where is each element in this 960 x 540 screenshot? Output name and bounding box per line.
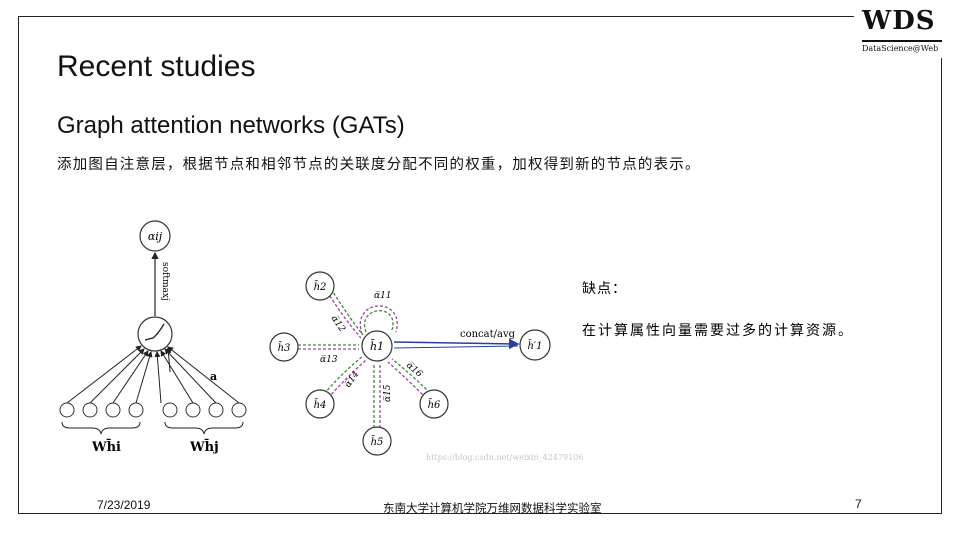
edge-label: α̅16 [404,361,424,380]
footer-date: 7/23/2019 [97,498,151,512]
slide-frame-top [18,16,854,17]
logo-divider [862,40,942,42]
concat-label: concat/avg [460,329,516,340]
neighbor-node-label: h̄5 [371,436,384,448]
attention-mechanism: αij softmaxj a Wh̄i Wh̄j [59,220,247,455]
wds-logo: WDS DataScience@Web [858,6,946,58]
neighbor-node-label: h̄2 [314,281,327,293]
center-node-label: h̄1 [370,340,384,353]
logo-main-text: WDS [862,6,936,36]
activation-node [137,316,173,352]
input-nodes [59,402,247,418]
slide-description: 添加图自注意层，根据节点和相邻节点的关联度分配不同的权重，加权得到新的节点的表示… [57,157,701,173]
logo-sub-text: DataScience@Web [862,44,939,53]
neighbor-node-label: h̄6 [428,399,441,411]
slide-subtitle: Graph attention networks (GATs) [57,112,405,139]
alpha-node-label: αij [148,230,163,243]
multi-head-attention: h̄1 h̄2 h̄3 h̄4 h̄5 h̄6 h̄′1 α̅11 α̅12 α… [269,271,583,462]
alpha-node [139,220,171,252]
input-right-label: Wh̄j [189,438,219,455]
cons-text: 在计算属性向量需要过多的计算资源。 [582,323,854,339]
neighbor-node-label: h̄4 [314,399,327,411]
cons-title: 缺点： [582,281,627,297]
input-left-label: Wh̄i [91,438,121,455]
footer-org: 东南大学计算机学院万维网数据科学实验室 [383,501,602,515]
slide-title: Recent studies [57,50,256,83]
softmax-label: softmaxj [160,262,170,301]
weight-vector-label: a [210,370,217,383]
edge-label: α̅11 [374,291,392,301]
edge-label: α̅13 [320,355,338,365]
neighbor-node-label: h̄3 [278,342,291,354]
watermark: https://blog.csdn.net/weixin_42479106 [426,453,583,462]
input-arrows [66,345,240,404]
gat-diagram: αij softmaxj a Wh̄i Wh̄j [59,220,583,462]
output-node-label: h̄′1 [527,340,542,352]
edge-label: α̅14 [343,369,361,389]
edge-label: α̅15 [383,384,393,402]
page-number: 7 [855,497,862,511]
slide-frame [18,16,942,514]
